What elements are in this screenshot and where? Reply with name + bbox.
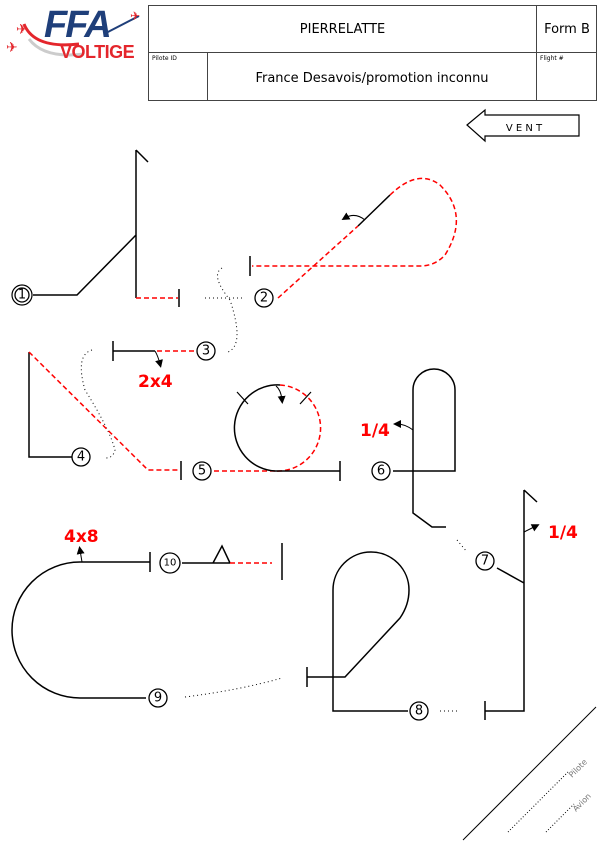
- connector: [184, 677, 283, 698]
- flight-number-label: Flight #: [540, 55, 564, 62]
- avion-label: Avion: [571, 792, 593, 814]
- figure-2: [249, 177, 457, 299]
- figure-number: 6: [377, 464, 385, 479]
- figure-number: 2: [260, 291, 268, 306]
- svg-text:✈: ✈: [130, 9, 140, 23]
- roll-annotation: 4x8: [64, 527, 99, 547]
- figure-9: [11, 546, 151, 699]
- figure-1: [11, 149, 180, 307]
- roll-annotation: 1/4: [360, 421, 390, 441]
- connector: [80, 349, 116, 459]
- figure-6: [393, 368, 456, 528]
- connector: [456, 539, 468, 553]
- form-label: Form B: [537, 6, 597, 53]
- svg-text:✈: ✈: [6, 40, 18, 56]
- pilote-signature-line: [507, 771, 569, 833]
- figure-5: [214, 384, 341, 481]
- figure-number: 3: [202, 344, 210, 359]
- roll-annotation: 1/4: [548, 523, 578, 543]
- figure-number: 4: [77, 450, 85, 465]
- figure-number: 8: [415, 704, 423, 719]
- figure-number: 7: [481, 554, 489, 569]
- wind-arrow-icon: [466, 108, 580, 143]
- corner-diagonal: [462, 706, 597, 841]
- figure-number: 9: [154, 691, 162, 706]
- competition-name: PIERRELATTE: [149, 6, 537, 53]
- figure-number: 10: [164, 558, 177, 569]
- figure-10: [182, 543, 283, 580]
- ffa-voltige-logo: ✈ ✈ ✈ FFA VOLTIGE: [4, 4, 146, 64]
- figure-7: [484, 489, 540, 720]
- figure-4: [28, 351, 182, 480]
- connector: [217, 267, 238, 353]
- figure-3: [112, 341, 194, 368]
- svg-text:✈: ✈: [16, 22, 28, 38]
- logo-ffa-text: FFA: [44, 4, 112, 46]
- figure-number: 1: [18, 288, 26, 303]
- header-table: PIERRELATTE Form B Pilote ID France Desa…: [148, 5, 597, 101]
- figure-8: [306, 551, 410, 712]
- pilot-id-label: Pilote ID: [149, 53, 208, 100]
- logo-swoosh-icon: ✈ ✈ ✈: [6, 9, 140, 57]
- pilot-name: France Desavois/promotion inconnu: [208, 53, 537, 100]
- avion-signature-line: [545, 803, 575, 833]
- wind-label: V E N T: [506, 123, 543, 134]
- figure-number: 5: [198, 464, 206, 479]
- roll-annotation: 2x4: [138, 372, 173, 392]
- pilote-label: Pilote: [567, 757, 589, 779]
- logo-voltige-text: VOLTIGE: [60, 42, 135, 62]
